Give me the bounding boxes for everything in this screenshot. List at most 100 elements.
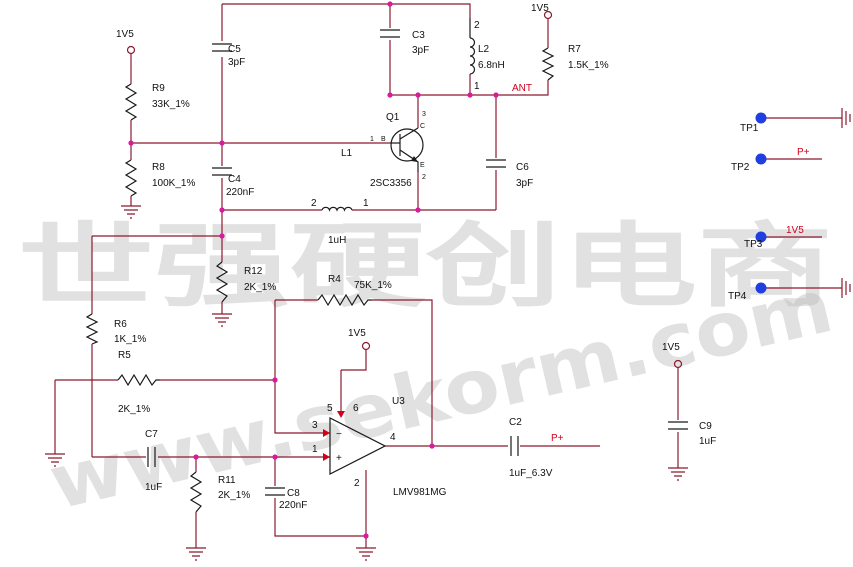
u3-ref: U3: [392, 396, 405, 407]
c4-value: 220nF: [226, 187, 254, 198]
resistor-r5: R5 2K_1%: [117, 350, 160, 415]
inductor-l1: 2 1 L1 1uH: [311, 148, 369, 246]
l2-ref: L2: [478, 44, 490, 55]
r4-value: 75K_1%: [354, 280, 392, 291]
resistor-r11: R11 2K_1%: [189, 471, 250, 513]
transistor-q1: Q1 1 B 3 C E 2 2SC3356: [370, 111, 426, 189]
c7-ref: C7: [145, 429, 158, 440]
l1-value: 1uH: [328, 235, 346, 246]
u3-pin6: 6: [353, 403, 359, 414]
u3-pin1: 1: [312, 444, 318, 455]
c2-ref: C2: [509, 417, 522, 428]
capacitor-c6: C6 3pF: [486, 159, 533, 189]
resistor-r4: R4 75K_1%: [317, 274, 392, 307]
power-r9-label: 1V5: [116, 29, 134, 40]
resistor-r12: R12 2K_1%: [215, 261, 276, 303]
r8-ref: R8: [152, 162, 165, 173]
c3-value: 3pF: [412, 45, 429, 56]
power-u3-supply: 1V5: [348, 328, 371, 351]
capacitor-c3: C3 3pF: [380, 29, 429, 56]
ground-symbols: [45, 108, 851, 561]
power-c9-top: 1V5: [662, 342, 683, 369]
power-c9-label: 1V5: [662, 342, 680, 353]
tp4-label: TP4: [728, 291, 747, 302]
capacitor-c5: C5 3pF: [212, 43, 245, 68]
u3-pin4: 4: [390, 432, 396, 443]
r4-ref: R4: [328, 274, 341, 285]
r6-value: 1K_1%: [114, 334, 146, 345]
q1-pin2: 2: [422, 174, 426, 181]
c5-value: 3pF: [228, 57, 245, 68]
r11-ref: R11: [218, 475, 236, 486]
power-r7-top: 1V5: [531, 3, 553, 20]
u3-plus: +: [336, 453, 342, 464]
net-tp3: 1V5: [786, 225, 804, 236]
q1-part: 2SC3356: [370, 178, 412, 189]
watermark: 世强硬创电商 www.sekorm.com: [18, 213, 841, 527]
c7-value: 1uF: [145, 482, 162, 493]
l2-pin1: 1: [474, 81, 480, 92]
c8-value: 220nF: [279, 500, 307, 511]
junctions: [128, 1, 499, 539]
c9-value: 1uF: [699, 436, 716, 447]
inductor-l2: 2 L2 6.8nH 1: [469, 18, 505, 92]
tp1-label: TP1: [740, 123, 759, 134]
c8-ref: C8: [287, 488, 300, 499]
u3-minus: −: [336, 429, 342, 440]
capacitor-c8: C8 220nF: [265, 487, 307, 511]
r7-ref: R7: [568, 44, 581, 55]
power-r9-top: 1V5: [116, 29, 136, 55]
tp2-label: TP2: [731, 162, 750, 173]
r12-ref: R12: [244, 266, 263, 277]
capacitor-c9: C9 1uF: [668, 421, 716, 447]
q1-pin1: 1: [370, 136, 374, 143]
q1-pin-c: C: [420, 123, 425, 130]
r5-ref: R5: [118, 350, 131, 361]
l1-pin2: 2: [311, 198, 317, 209]
r11-value: 2K_1%: [218, 490, 250, 501]
opamp-u3: − + 3 1 4 5 6 2 U3 LMV981MG: [312, 396, 447, 498]
u3-pin5: 5: [327, 403, 333, 414]
c5-ref: C5: [228, 44, 241, 55]
q1-pin-b: B: [381, 136, 386, 143]
r9-value: 33K_1%: [152, 99, 190, 110]
c3-ref: C3: [412, 30, 425, 41]
r12-value: 2K_1%: [244, 282, 276, 293]
r5-value: 2K_1%: [118, 404, 150, 415]
r9-ref: R9: [152, 83, 165, 94]
test-point-tp3: TP3: [744, 231, 767, 250]
wires: [54, 3, 842, 548]
capacitor-c2: C2 1uF_6.3V: [509, 417, 553, 479]
c2-value: 1uF_6.3V: [509, 468, 553, 479]
c6-ref: C6: [516, 162, 529, 173]
power-r7-label: 1V5: [531, 3, 549, 14]
net-ant: ANT: [512, 83, 532, 94]
capacitor-c4: C4 220nF: [212, 167, 254, 198]
l1-ref: L1: [341, 148, 353, 159]
test-point-tp2: TP2: [731, 153, 767, 173]
net-c2-out: P+: [551, 433, 564, 444]
power-u3-label: 1V5: [348, 328, 366, 339]
u3-pin3: 3: [312, 420, 318, 431]
test-point-tp4: TP4: [728, 282, 767, 302]
net-tp2: P+: [797, 147, 810, 158]
u3-pin2: 2: [354, 478, 360, 489]
c9-ref: C9: [699, 421, 712, 432]
q1-pin-e: E: [420, 162, 425, 169]
resistor-r9: R9 33K_1%: [124, 83, 190, 121]
q1-ref: Q1: [386, 112, 400, 123]
u3-part: LMV981MG: [393, 487, 447, 498]
tp3-label: TP3: [744, 239, 763, 250]
capacitor-c7: C7 1uF: [145, 429, 162, 493]
r8-value: 100K_1%: [152, 178, 195, 189]
l1-pin1: 1: [363, 198, 369, 209]
r7-value: 1.5K_1%: [568, 60, 609, 71]
l2-pin2: 2: [474, 20, 480, 31]
test-point-tp1: TP1: [740, 112, 767, 134]
l2-value: 6.8nH: [478, 60, 505, 71]
resistor-r7: R7 1.5K_1%: [541, 44, 609, 81]
watermark-chinese: 世强硬创电商: [18, 213, 833, 320]
resistor-r8: R8 100K_1%: [124, 159, 195, 197]
q1-pin3: 3: [422, 111, 426, 118]
